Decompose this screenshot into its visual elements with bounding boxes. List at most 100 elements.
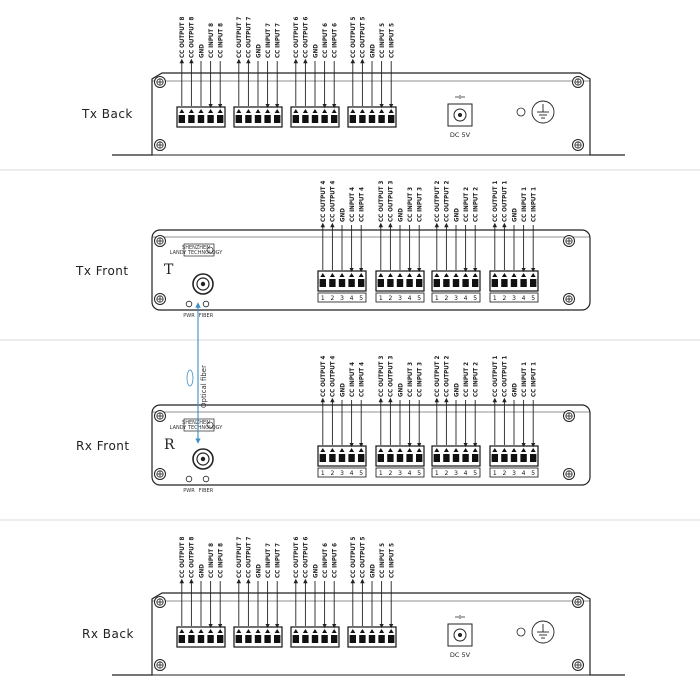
signal-label: CC INPUT 8 <box>218 23 225 58</box>
terminal-clamp-icon <box>472 448 478 452</box>
signal-label: CC INPUT 1 <box>521 187 528 222</box>
signal-label: CC INPUT 6 <box>322 23 329 58</box>
terminal-block <box>233 106 283 128</box>
terminal-clamp-icon <box>339 448 345 452</box>
terminal-clamp-icon <box>397 448 403 452</box>
terminal-screw-icon <box>396 454 404 462</box>
side-letter: R <box>164 437 175 453</box>
terminal-clamp-icon <box>339 273 345 277</box>
terminal-screw-icon <box>321 635 328 643</box>
terminal-clamp-icon <box>320 448 326 452</box>
terminal-screw-icon <box>388 635 395 643</box>
fiber-port <box>192 273 214 295</box>
signal-label: CC OUTPUT 5 <box>360 537 367 578</box>
pin-number: 2 <box>388 470 392 477</box>
terminal-screw-icon <box>207 115 214 123</box>
led-indicator <box>516 107 526 117</box>
terminal-screw-icon <box>311 115 319 123</box>
terminal-screw-icon <box>331 635 338 643</box>
terminal-clamp-icon <box>245 109 251 113</box>
terminal-screw-icon <box>406 454 413 462</box>
terminal-screw-icon <box>329 279 336 287</box>
panel-label: Tx Back <box>81 107 133 121</box>
terminal-clamp-icon <box>388 109 394 113</box>
terminal-clamp-icon <box>378 448 384 452</box>
pin-number: 5 <box>359 295 363 302</box>
terminal-screw-icon <box>245 115 252 123</box>
pin-number: 4 <box>350 470 354 477</box>
terminal-screw-icon <box>358 454 365 462</box>
terminal-screw-icon <box>348 454 355 462</box>
signal-label: CC OUTPUT 5 <box>350 537 357 578</box>
terminal-clamp-icon <box>501 448 507 452</box>
terminal-clamp-icon <box>188 629 194 633</box>
terminal-screw-icon <box>443 279 450 287</box>
signal-label: GND <box>339 383 346 397</box>
fiber-link-label: Optical fiber <box>200 365 208 408</box>
terminal-clamp-icon <box>463 448 469 452</box>
signal-label: CC OUTPUT 7 <box>236 17 243 58</box>
pin-number: 5 <box>473 295 477 302</box>
terminal-screw-icon <box>443 454 450 462</box>
terminal-clamp-icon <box>379 109 385 113</box>
mounting-screw-icon <box>572 596 584 608</box>
terminal-screw-icon <box>292 635 299 643</box>
terminal-clamp-icon <box>407 448 413 452</box>
terminal-screw-icon <box>319 279 326 287</box>
signal-label: CC INPUT 8 <box>208 23 215 58</box>
signal-label: CC OUTPUT 7 <box>246 537 253 578</box>
terminal-screw-icon <box>311 635 319 643</box>
fiber-led <box>202 300 210 308</box>
terminal-clamp-icon <box>312 629 318 633</box>
pin-number: 1 <box>493 295 497 302</box>
signal-label: GND <box>397 383 404 397</box>
terminal-clamp-icon <box>188 109 194 113</box>
mounting-screw-icon <box>154 468 166 480</box>
pin-number-strip <box>431 292 481 303</box>
led-indicator <box>516 627 526 637</box>
mounting-screw-icon <box>154 139 166 151</box>
terminal-screw-icon <box>217 635 224 643</box>
signal-label: CC OUTPUT 3 <box>388 181 395 222</box>
terminal-screw-icon <box>197 635 205 643</box>
signal-label: CC INPUT 7 <box>265 23 272 58</box>
terminal-clamp-icon <box>217 109 223 113</box>
terminal-clamp-icon <box>349 448 355 452</box>
side-letter: T <box>164 262 174 278</box>
terminal-clamp-icon <box>358 448 364 452</box>
terminal-clamp-icon <box>265 629 271 633</box>
signal-label: CC INPUT 7 <box>275 543 282 578</box>
terminal-clamp-icon <box>179 109 185 113</box>
terminal-clamp-icon <box>416 448 422 452</box>
terminal-clamp-icon <box>453 448 459 452</box>
pin-number: 5 <box>417 470 421 477</box>
terminal-screw-icon <box>491 454 498 462</box>
signal-label: CC INPUT 4 <box>359 187 366 222</box>
signal-label: CC OUTPUT 1 <box>502 181 509 222</box>
signal-label: CC INPUT 2 <box>473 362 480 397</box>
badge-text: SHENZHEN <box>182 245 210 251</box>
terminal-clamp-icon <box>387 448 393 452</box>
signal-label: CC INPUT 8 <box>208 543 215 578</box>
terminal-screw-icon <box>520 454 527 462</box>
terminal-screw-icon <box>197 115 205 123</box>
signal-label: CC OUTPUT 7 <box>246 17 253 58</box>
badge-logo-icon <box>206 421 214 429</box>
polarity-icon <box>455 95 465 99</box>
signal-label: CC OUTPUT 7 <box>236 537 243 578</box>
mounting-screw-icon <box>572 659 584 671</box>
signal-label: CC OUTPUT 6 <box>303 537 310 578</box>
pin-number: 4 <box>522 295 526 302</box>
terminal-screw-icon <box>452 279 460 287</box>
terminal-clamp-icon <box>379 629 385 633</box>
terminal-clamp-icon <box>198 109 204 113</box>
mounting-screw-icon <box>563 293 575 305</box>
terminal-screw-icon <box>396 279 404 287</box>
